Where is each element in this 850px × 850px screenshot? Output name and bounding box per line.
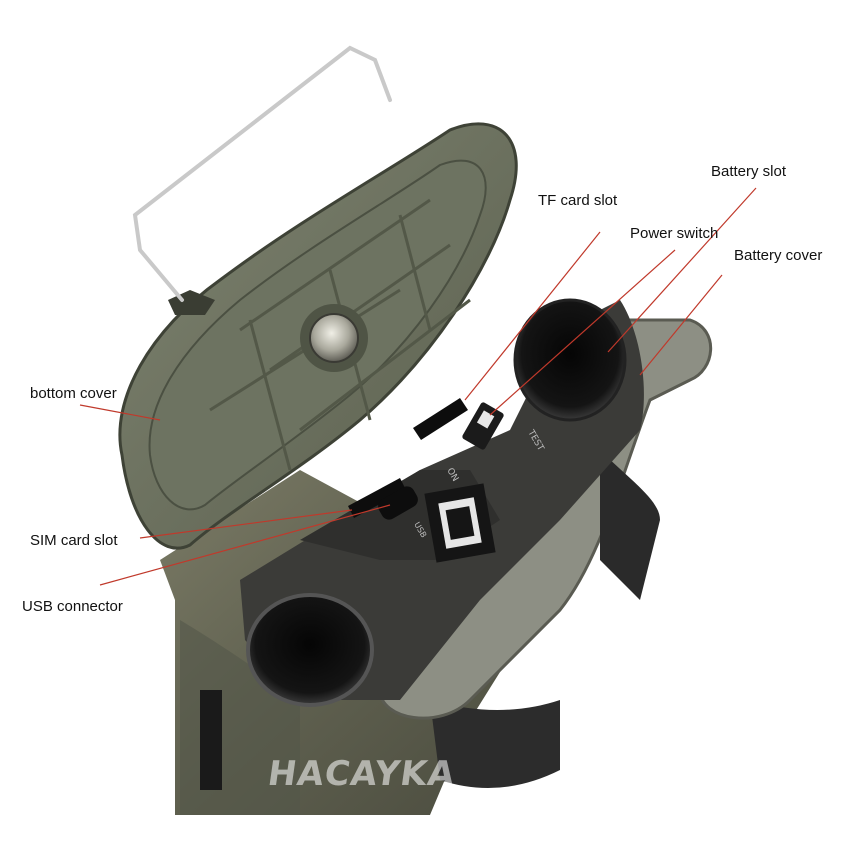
leader-lines xyxy=(79,187,757,586)
bottom-cover-shape xyxy=(118,122,518,550)
label-sim-card-slot: SIM card slot xyxy=(30,532,118,549)
label-tf-card-slot: TF card slot xyxy=(538,192,618,209)
label-battery-cover: Battery cover xyxy=(734,247,823,264)
leader-bottom-cover xyxy=(79,404,161,421)
leader-battery-cover xyxy=(639,274,723,376)
leader-tf-card-slot xyxy=(464,231,601,401)
leader-sim-card-slot xyxy=(139,509,353,539)
wire-bail xyxy=(132,45,392,302)
label-usb-connector: USB connector xyxy=(22,598,123,615)
leader-usb-connector xyxy=(99,504,391,586)
label-power-switch: Power switch xyxy=(630,225,719,242)
leader-battery-slot xyxy=(607,187,757,353)
label-battery-slot: Battery slot xyxy=(711,163,787,180)
watermark-logo: HACAYKA xyxy=(265,754,458,794)
leader-power-switch xyxy=(489,249,676,416)
label-bottom-cover: bottom cover xyxy=(30,385,117,402)
top-face xyxy=(240,298,644,707)
